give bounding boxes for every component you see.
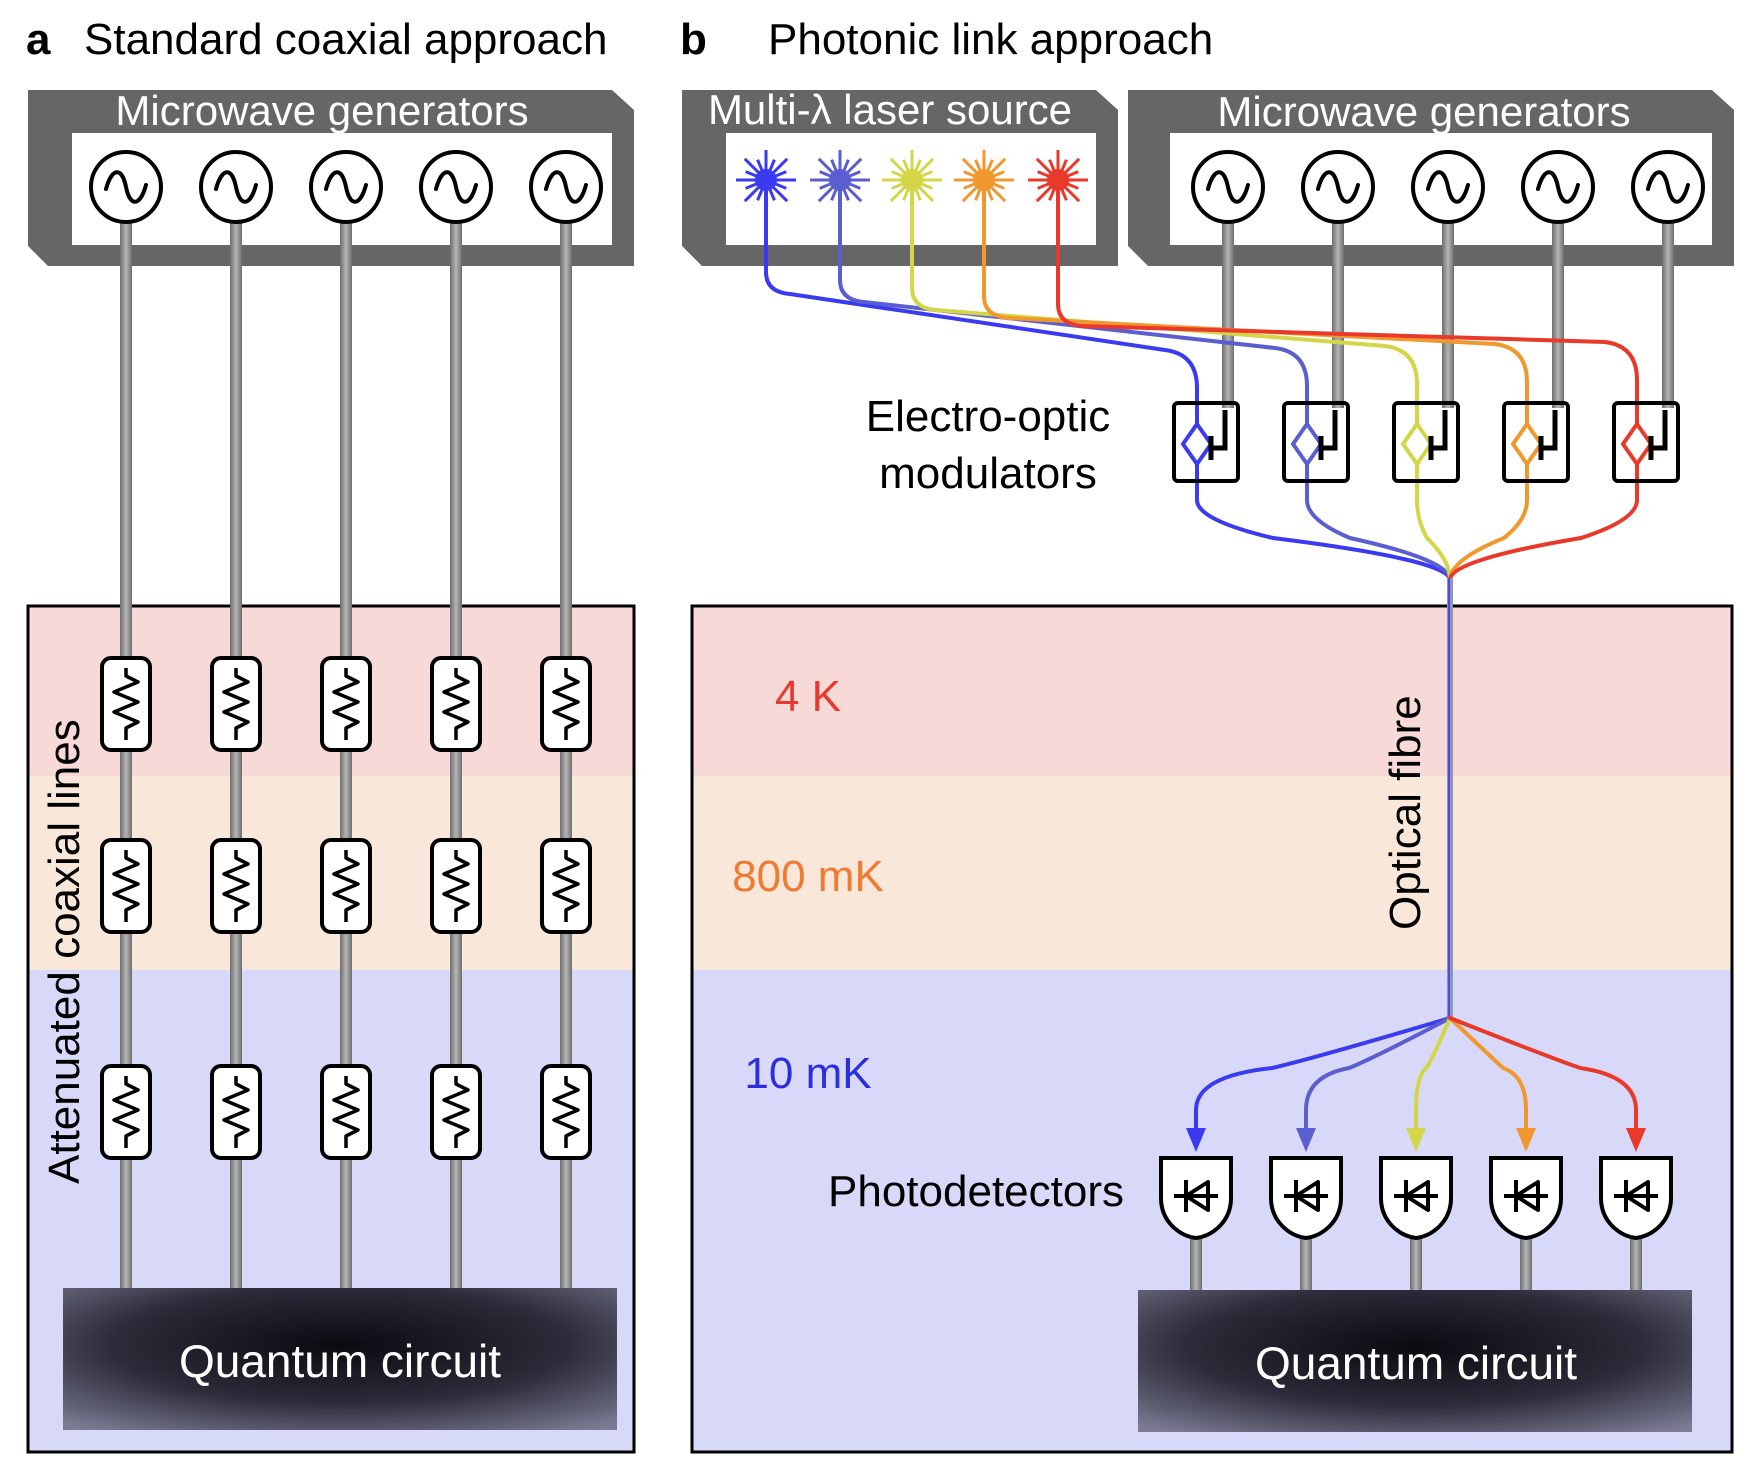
modulator-icon	[1612, 401, 1680, 483]
laser-to-modulator-path	[1056, 178, 1639, 422]
resistor-icon	[210, 656, 262, 752]
resistor-icon	[540, 838, 592, 934]
lasers	[736, 150, 1088, 210]
photodetectors-label: Photodetectors	[828, 1167, 1124, 1216]
resistor-icon	[320, 656, 372, 752]
resistor-icon	[210, 1064, 262, 1160]
modulators	[1172, 401, 1680, 483]
zone-label-4k: 4 K	[775, 672, 841, 721]
photodiode-icon	[1159, 1156, 1233, 1241]
sine-wave-icon	[309, 150, 383, 224]
quantum-circuit-b: Quantum circuit	[1138, 1290, 1692, 1432]
attenuated-coaxial-lines-label: Attenuated coaxial lines	[40, 719, 89, 1184]
quantum-circuit-label-a: Quantum circuit	[179, 1335, 501, 1387]
photodetectors	[1159, 1156, 1673, 1241]
zone-label-10mk: 10 mK	[744, 1049, 871, 1098]
zone-label-800mk: 800 mK	[732, 852, 884, 901]
modulator-to-fibre-path	[1195, 470, 1452, 582]
fibre-to-detector-path	[1414, 1016, 1452, 1142]
panel-b-letter: b	[680, 15, 707, 64]
starburst-icon	[882, 150, 942, 210]
sine-wave-icon	[1411, 150, 1485, 224]
arrow-head-icon	[1296, 1128, 1316, 1152]
optical-fibre-label: Optical fibre	[1381, 695, 1430, 930]
starburst-icon	[736, 150, 796, 210]
quantum-circuit-a: Quantum circuit	[63, 1288, 617, 1430]
sine-wave-icon	[1631, 150, 1705, 224]
resistor-icon	[210, 838, 262, 934]
microwave-generators-label-b: Microwave generators	[1217, 88, 1630, 135]
sine-wave-icon	[1521, 150, 1595, 224]
generators-b	[1191, 150, 1705, 224]
starburst-icon	[1028, 150, 1088, 210]
sine-wave-icon	[199, 150, 273, 224]
coax-lines-a	[120, 220, 572, 1290]
starburst-icon	[954, 150, 1014, 210]
resistor-icon	[320, 1064, 372, 1160]
sine-wave-icon	[419, 150, 493, 224]
photodiode-icon	[1489, 1156, 1563, 1241]
panel-a-title: Standard coaxial approach	[84, 15, 607, 64]
arrow-head-icon	[1626, 1128, 1646, 1152]
modulators-label-line1: Electro-optic	[866, 392, 1111, 441]
sine-wave-icon	[1191, 150, 1265, 224]
resistor-icon	[320, 838, 372, 934]
resistor-icon	[100, 656, 152, 752]
panel-b-title: Photonic link approach	[768, 15, 1213, 64]
arrow-head-icon	[1516, 1128, 1536, 1152]
resistor-icon	[540, 656, 592, 752]
photodiode-icon	[1599, 1156, 1673, 1241]
photodiode-icon	[1379, 1156, 1453, 1241]
sine-wave-icon	[1301, 150, 1375, 224]
band-800mk-b	[692, 776, 1732, 970]
fibre-to-detector-path	[1448, 1016, 1528, 1142]
photodiode-icon	[1269, 1156, 1343, 1241]
modulator-icon	[1502, 401, 1570, 483]
modulator-icon	[1282, 401, 1350, 483]
modulator-to-fibre-path	[1305, 470, 1452, 582]
arrow-head-icon	[1186, 1128, 1206, 1152]
resistor-icon	[540, 1064, 592, 1160]
band-4k-b	[692, 606, 1732, 776]
laser-to-modulator-path	[764, 178, 1199, 422]
sine-wave-icon	[529, 150, 603, 224]
laser-source-label: Multi-λ laser source	[708, 86, 1072, 133]
resistor-icon	[100, 1064, 152, 1160]
modulator-to-fibre-path	[1415, 470, 1452, 582]
modulators-label-line2: modulators	[879, 449, 1097, 498]
arrow-head-icon	[1406, 1128, 1426, 1152]
panel-a-letter: a	[26, 15, 51, 64]
attenuators-a	[100, 656, 592, 1160]
resistor-icon	[100, 838, 152, 934]
fibre-to-detector-path	[1194, 1016, 1452, 1142]
resistor-icon	[430, 838, 482, 934]
fibre-to-detector-path	[1448, 1016, 1638, 1142]
coax-lines-b	[1190, 220, 1674, 1292]
resistor-icon	[430, 656, 482, 752]
starburst-icon	[810, 150, 870, 210]
resistor-icon	[430, 1064, 482, 1160]
modulator-icon	[1172, 401, 1240, 483]
modulator-to-fibre-path	[1448, 470, 1639, 582]
modulator-icon	[1392, 401, 1460, 483]
optical-paths	[764, 178, 1654, 1152]
modulator-to-fibre-path	[1448, 470, 1529, 582]
generators-a	[89, 150, 603, 224]
microwave-generators-label-a: Microwave generators	[115, 87, 528, 134]
fibre-to-detector-path	[1304, 1016, 1452, 1142]
sine-wave-icon	[89, 150, 163, 224]
quantum-circuit-label-b: Quantum circuit	[1255, 1337, 1577, 1389]
